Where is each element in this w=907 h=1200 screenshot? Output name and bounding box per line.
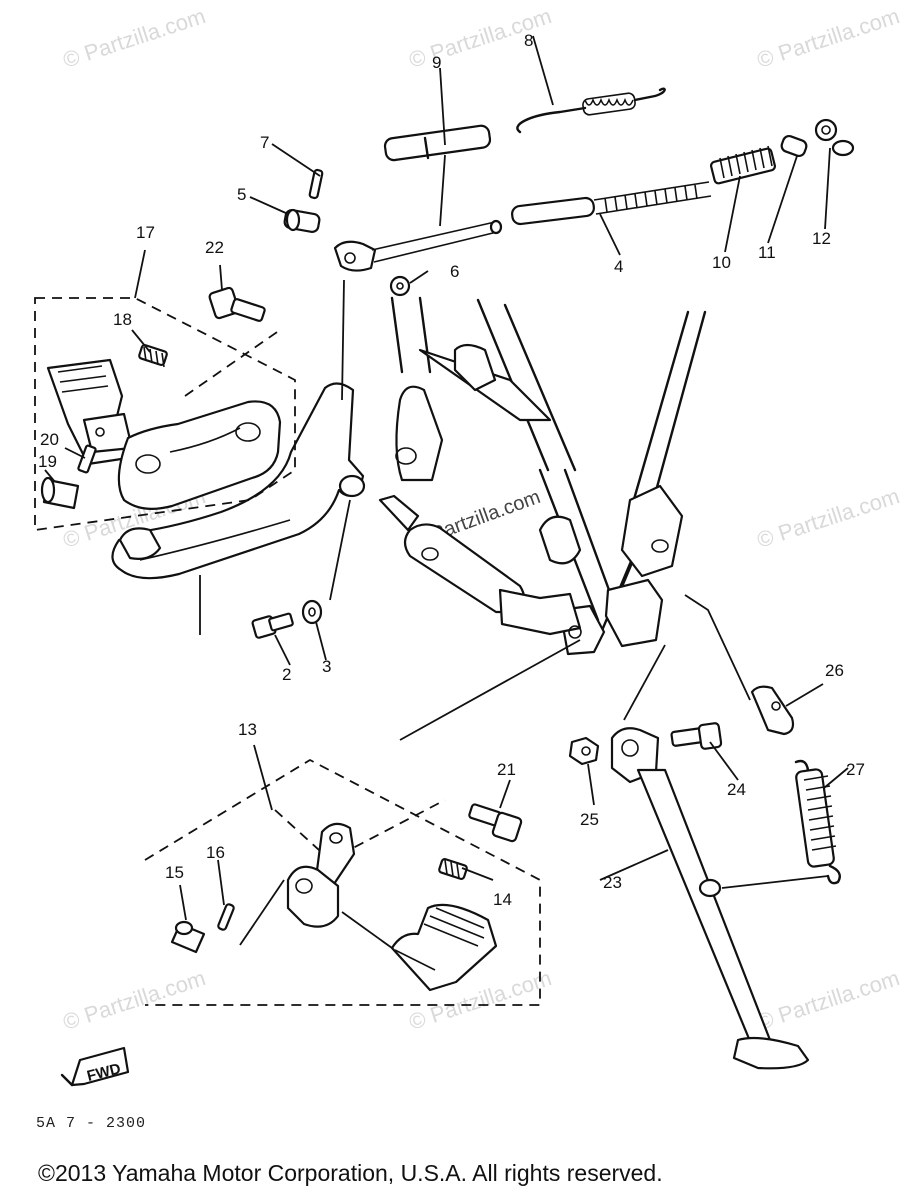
part-25-nut <box>568 736 600 766</box>
part-13-dashed-box <box>144 758 541 1006</box>
part-10-spring <box>710 145 776 185</box>
part-label-24: 24 <box>727 780 746 799</box>
watermark: © Partzilla.com <box>754 483 903 553</box>
part-label-16: 16 <box>206 843 225 862</box>
watermark: © Partzilla.com <box>60 965 209 1035</box>
part-6-washer <box>389 275 411 297</box>
part-label-25: 25 <box>580 810 599 829</box>
watermark: © Partzilla.com <box>754 3 903 73</box>
part-4-rod <box>511 181 712 226</box>
part-label-23: 23 <box>603 873 622 892</box>
right-footpeg <box>390 903 498 992</box>
part-9-shaft <box>383 124 492 162</box>
part-label-6: 6 <box>450 262 459 281</box>
leader-lines <box>44 35 849 949</box>
watermark-layer: © Partzilla.com © Partzilla.com © Partzi… <box>60 3 903 1035</box>
brake-cross-shaft <box>378 494 582 639</box>
part-label-5: 5 <box>237 185 246 204</box>
fwd-arrow-icon: FWD <box>60 1046 130 1087</box>
part-22-bolt <box>208 286 266 322</box>
diagram-code: 5A 7 - 2300 <box>36 1115 147 1132</box>
part-label-27: 27 <box>846 760 865 779</box>
left-footpeg <box>46 358 134 466</box>
part-11-pin <box>780 134 808 158</box>
part-17-dashed-box <box>34 297 296 532</box>
part-label-2: 2 <box>282 665 291 684</box>
part-label-20: 20 <box>40 430 59 449</box>
part-label-22: 22 <box>205 238 224 257</box>
part-label-7: 7 <box>260 133 269 152</box>
part-27-spring <box>794 759 841 885</box>
brake-rod-clevis <box>333 219 503 272</box>
part-label-10: 10 <box>712 253 731 272</box>
part-26-plate <box>750 685 795 736</box>
part-label-19: 19 <box>38 452 57 471</box>
part-7-cotter <box>308 168 324 200</box>
part-label-21: 21 <box>497 760 516 779</box>
part-label-26: 26 <box>825 661 844 680</box>
part-14-spring <box>438 858 468 880</box>
part-23-sidestand <box>610 727 810 1070</box>
part-label-15: 15 <box>165 863 184 882</box>
part-label-8: 8 <box>524 31 533 50</box>
part-label-12: 12 <box>812 229 831 248</box>
part-label-3: 3 <box>322 657 331 676</box>
part-5-pin <box>283 208 321 233</box>
part-2-bolt <box>251 612 294 639</box>
part-12-clip <box>814 118 855 157</box>
part-labels: 2 3 4 5 6 7 8 9 10 11 12 13 14 15 16 17 … <box>38 31 865 909</box>
part-19-pin <box>40 476 80 510</box>
part-label-18: 18 <box>113 310 132 329</box>
part-16-cotter <box>217 903 235 931</box>
part-label-14: 14 <box>493 890 512 909</box>
part-label-9: 9 <box>432 53 441 72</box>
part-label-13: 13 <box>238 720 257 739</box>
part-18-spring <box>138 344 168 368</box>
part-label-4: 4 <box>614 257 623 276</box>
part-24-bolt <box>670 722 723 750</box>
watermark: © Partzilla.com <box>60 3 209 73</box>
part-21-bolt <box>468 803 523 843</box>
left-footrest-bracket <box>117 400 282 511</box>
copyright-notice: ©2013 Yamaha Motor Corporation, U.S.A. A… <box>38 1160 663 1186</box>
part-label-17: 17 <box>136 223 155 242</box>
watermark: © Partzilla.com <box>754 965 903 1035</box>
brake-pedal <box>111 382 366 580</box>
part-15-pin <box>170 920 206 954</box>
part-3-washer <box>301 599 323 625</box>
right-footrest-bracket <box>286 822 356 928</box>
part-8-spring <box>516 87 666 134</box>
part-label-11: 11 <box>758 243 776 262</box>
